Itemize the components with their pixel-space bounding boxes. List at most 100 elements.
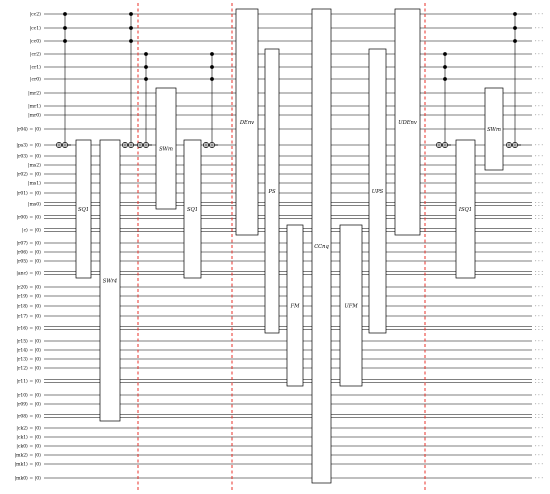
wire-continuation: · · ·	[535, 462, 543, 468]
wire-continuation: · · ·	[535, 52, 543, 58]
wire-continuation: · · ·	[535, 229, 543, 235]
controls-layer	[56, 12, 521, 148]
wire-label: |r00⟩ = |0⟩	[17, 215, 42, 221]
wire-label: |r11⟩ = |0⟩	[17, 379, 42, 385]
wire-label: |r01⟩ = |0⟩	[17, 191, 42, 197]
control-dot	[513, 12, 517, 16]
wire-label: |ps3⟩ = |0⟩	[16, 143, 41, 149]
gate-label: ISQ1	[458, 207, 472, 213]
wire-label: |r13⟩ = |0⟩	[17, 357, 42, 363]
wire-label: |r14⟩ = |0⟩	[17, 348, 42, 354]
wire-continuation: · · ·	[535, 26, 543, 32]
wire-continuation: · · ·	[535, 366, 543, 372]
wire-label: |r16⟩ = |0⟩	[17, 326, 42, 332]
wire-continuation: · · ·	[535, 412, 543, 418]
wire-continuation: · · ·	[535, 259, 543, 265]
control-dot	[129, 26, 133, 30]
wire-continuation: · · ·	[535, 250, 543, 256]
wire-label: |r06⟩ = |0⟩	[17, 250, 42, 256]
control-dot	[63, 39, 67, 43]
gate-label: SWm	[159, 146, 173, 152]
wire-continuation: · · ·	[535, 327, 543, 333]
wire-label: |r07⟩ = |0⟩	[17, 241, 42, 247]
wire-continuation: · · ·	[535, 304, 543, 310]
wire-label: |r17⟩ = |0⟩	[17, 314, 42, 320]
control-dot	[210, 65, 214, 69]
control-dot	[129, 39, 133, 43]
wire-continuation: · · ·	[535, 154, 543, 160]
wire-continuation: · · ·	[535, 181, 543, 187]
wire-label: |cr2⟩	[30, 52, 41, 58]
gate-box	[264, 48, 280, 334]
wire-label: |r18⟩ = |0⟩	[17, 304, 42, 310]
wire-continuation: · · ·	[535, 12, 543, 18]
wire-label: |cr1⟩	[30, 65, 41, 71]
gate-box	[455, 139, 476, 279]
wire-continuation: · · ·	[535, 339, 543, 345]
wire-label: |r10⟩ = |0⟩	[17, 393, 42, 399]
gate-label: CCnq	[314, 244, 329, 250]
gate-label: SWm	[487, 127, 501, 133]
wire-continuation: · · ·	[535, 435, 543, 441]
wire-continuation: · · ·	[535, 402, 543, 408]
wire-label: |mk2⟩ = |0⟩	[15, 453, 42, 459]
wire-label: |r02⟩ = |0⟩	[17, 172, 42, 178]
wire-label: |r20⟩ = |0⟩	[17, 285, 42, 291]
gate-box	[286, 224, 304, 387]
control-dot	[443, 77, 447, 81]
gate-box	[235, 8, 259, 236]
gate-label: UFM	[344, 303, 358, 309]
control-dot	[129, 12, 133, 16]
gate-box	[155, 87, 177, 210]
wire-continuation: · · ·	[535, 324, 543, 330]
wire-continuation: · · ·	[535, 241, 543, 247]
wire-continuation: · · ·	[535, 272, 543, 278]
wire-continuation: · · ·	[535, 226, 543, 232]
gate-label: SQ1	[187, 207, 198, 213]
wire-label: |ck1⟩ = |0⟩	[16, 435, 41, 441]
labels-layer: · · ·|cc2⟩· · ·|cc1⟩· · ·|cc0⟩· · ·|cr2⟩…	[15, 12, 544, 482]
wire-label: |ck0⟩ = |0⟩	[16, 444, 41, 450]
gate-box	[394, 8, 421, 236]
wire-label: |ck2⟩ = |0⟩	[16, 426, 41, 432]
wire-label: |r19⟩ = |0⟩	[17, 294, 42, 300]
wire-continuation: · · ·	[535, 200, 543, 206]
gate-label: PS	[267, 189, 275, 195]
control-dot	[513, 39, 517, 43]
wire-label: |r04⟩ = |0⟩	[17, 127, 42, 133]
wire-label: |cc0⟩	[30, 39, 42, 45]
wire-continuation: · · ·	[535, 39, 543, 45]
wire-continuation: · · ·	[535, 393, 543, 399]
wire-label: |cc2⟩	[30, 12, 42, 18]
wire-continuation: · · ·	[535, 415, 543, 421]
wire-label: |cr0⟩	[30, 77, 41, 83]
gate-label: SQ1	[78, 207, 89, 213]
control-dot	[144, 52, 148, 56]
gate-box	[183, 139, 202, 279]
wire-label: |ms0⟩	[28, 202, 41, 208]
wire-continuation: · · ·	[535, 294, 543, 300]
wire-continuation: · · ·	[535, 65, 543, 71]
control-dot	[513, 26, 517, 30]
gate-box	[339, 224, 363, 387]
gate-label: UPS	[372, 189, 384, 195]
wire-label: |mk1⟩ = |0⟩	[15, 462, 42, 468]
wire-label: |mk0⟩ = |0⟩	[15, 476, 42, 482]
wire-continuation: · · ·	[535, 357, 543, 363]
wire-label: |r08⟩ = |0⟩	[17, 414, 42, 420]
wire-continuation: · · ·	[535, 476, 543, 482]
wire-continuation: · · ·	[535, 91, 543, 97]
wire-continuation: · · ·	[535, 127, 543, 133]
gate-label: SWr4	[103, 278, 117, 284]
wire-continuation: · · ·	[535, 113, 543, 119]
wire-continuation: · · ·	[535, 269, 543, 275]
wire-continuation: · · ·	[535, 380, 543, 386]
wire-label: |r09⟩ = |0⟩	[17, 402, 42, 408]
wire-label: |ms1⟩	[28, 181, 41, 187]
wire-continuation: · · ·	[535, 172, 543, 178]
wire-continuation: · · ·	[535, 191, 543, 197]
wire-continuation: · · ·	[535, 216, 543, 222]
gates-layer: SQ1SWr4SWmSQ1DEnvPSFMCCnqUFMUPSUDEnvISQ1…	[75, 8, 504, 484]
wire-label: |mr0⟩	[28, 113, 41, 119]
control-dot	[210, 52, 214, 56]
